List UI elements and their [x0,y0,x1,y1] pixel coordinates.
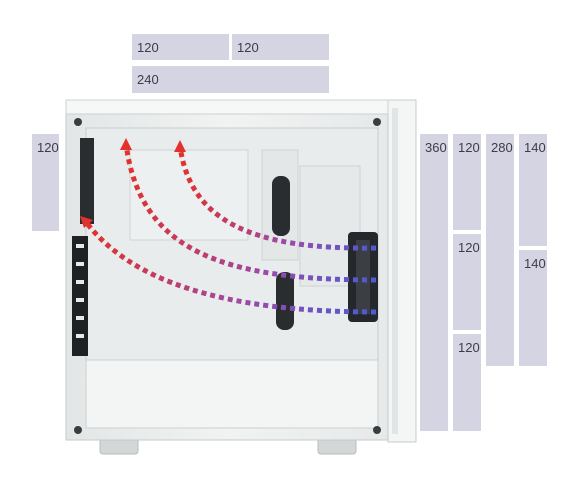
psu-shroud [85,359,379,429]
front-mount-360-label: 360 [425,140,447,155]
front-fans [348,232,378,322]
top-mount-120-a-label: 120 [137,40,159,55]
expansion-slots [72,236,88,356]
top-mount-120-a: 120 [132,34,229,60]
airflow-path-mid [123,143,377,283]
front-mount-140-b-label: 140 [524,256,546,271]
top-mount-120-b: 120 [232,34,329,60]
front-mount-120-b-label: 120 [458,240,480,255]
rear-mount-120-label: 120 [37,140,59,155]
front-mount-140-b: 140 [519,250,547,366]
airflow-arrowheads [80,138,186,228]
top-mount-120-b-label: 120 [237,40,259,55]
front-mount-280: 280 [486,134,514,366]
rear-mount-120: 120 [32,134,59,231]
case-feet [99,437,357,455]
top-mount-240-label: 240 [137,72,159,87]
case-screws [74,118,381,434]
front-mount-120-c-label: 120 [458,340,480,355]
front-mount-120-a-label: 120 [458,140,480,155]
airflow-path-low [84,220,377,315]
rear-fan [80,138,94,224]
front-mount-120-c: 120 [453,334,481,431]
front-mount-120-a: 120 [453,134,481,230]
airflow-path-top [177,145,377,251]
top-mount-240: 240 [132,66,329,93]
front-mount-140-a-label: 140 [524,140,546,155]
front-mount-120-b: 120 [453,234,481,330]
front-mount-280-label: 280 [491,140,513,155]
airflow-arrows [84,143,377,315]
front-mount-360: 360 [420,134,448,431]
front-mount-140-a: 140 [519,134,547,246]
